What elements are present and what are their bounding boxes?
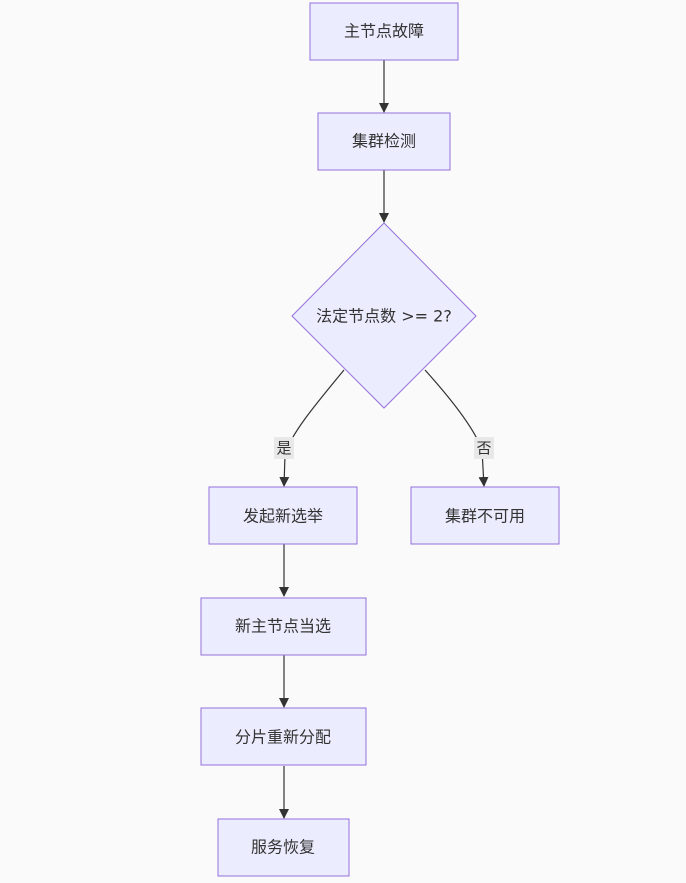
node-new-primary-label: 新主节点当选 xyxy=(235,617,331,636)
node-start-election: 发起新选举 xyxy=(208,486,358,545)
node-service-recovery-label: 服务恢复 xyxy=(251,838,315,857)
edge-label-no: 否 xyxy=(474,437,494,459)
node-shard-realloc: 分片重新分配 xyxy=(200,707,367,766)
node-cluster-unavailable-label: 集群不可用 xyxy=(445,507,525,526)
node-service-recovery: 服务恢复 xyxy=(217,818,350,877)
edge-label-yes-text: 是 xyxy=(276,439,291,457)
edge-label-yes: 是 xyxy=(274,437,294,459)
node-new-primary: 新主节点当选 xyxy=(200,597,367,656)
node-cluster-detect: 集群检测 xyxy=(317,112,451,171)
node-quorum-decision-label: 法定节点数 >= 2? xyxy=(316,307,452,326)
node-cluster-detect-label: 集群检测 xyxy=(352,132,416,151)
node-shard-realloc-label: 分片重新分配 xyxy=(235,728,331,747)
node-quorum-decision: 法定节点数 >= 2? xyxy=(291,222,477,409)
node-cluster-unavailable: 集群不可用 xyxy=(410,486,560,545)
node-primary-failure: 主节点故障 xyxy=(309,2,459,61)
node-primary-failure-label: 主节点故障 xyxy=(344,22,424,41)
edge-quorum-to-election xyxy=(279,369,345,487)
edge-quorum-to-unavailable xyxy=(424,369,489,487)
node-start-election-label: 发起新选举 xyxy=(243,507,323,526)
edge-label-no-text: 否 xyxy=(476,439,491,457)
